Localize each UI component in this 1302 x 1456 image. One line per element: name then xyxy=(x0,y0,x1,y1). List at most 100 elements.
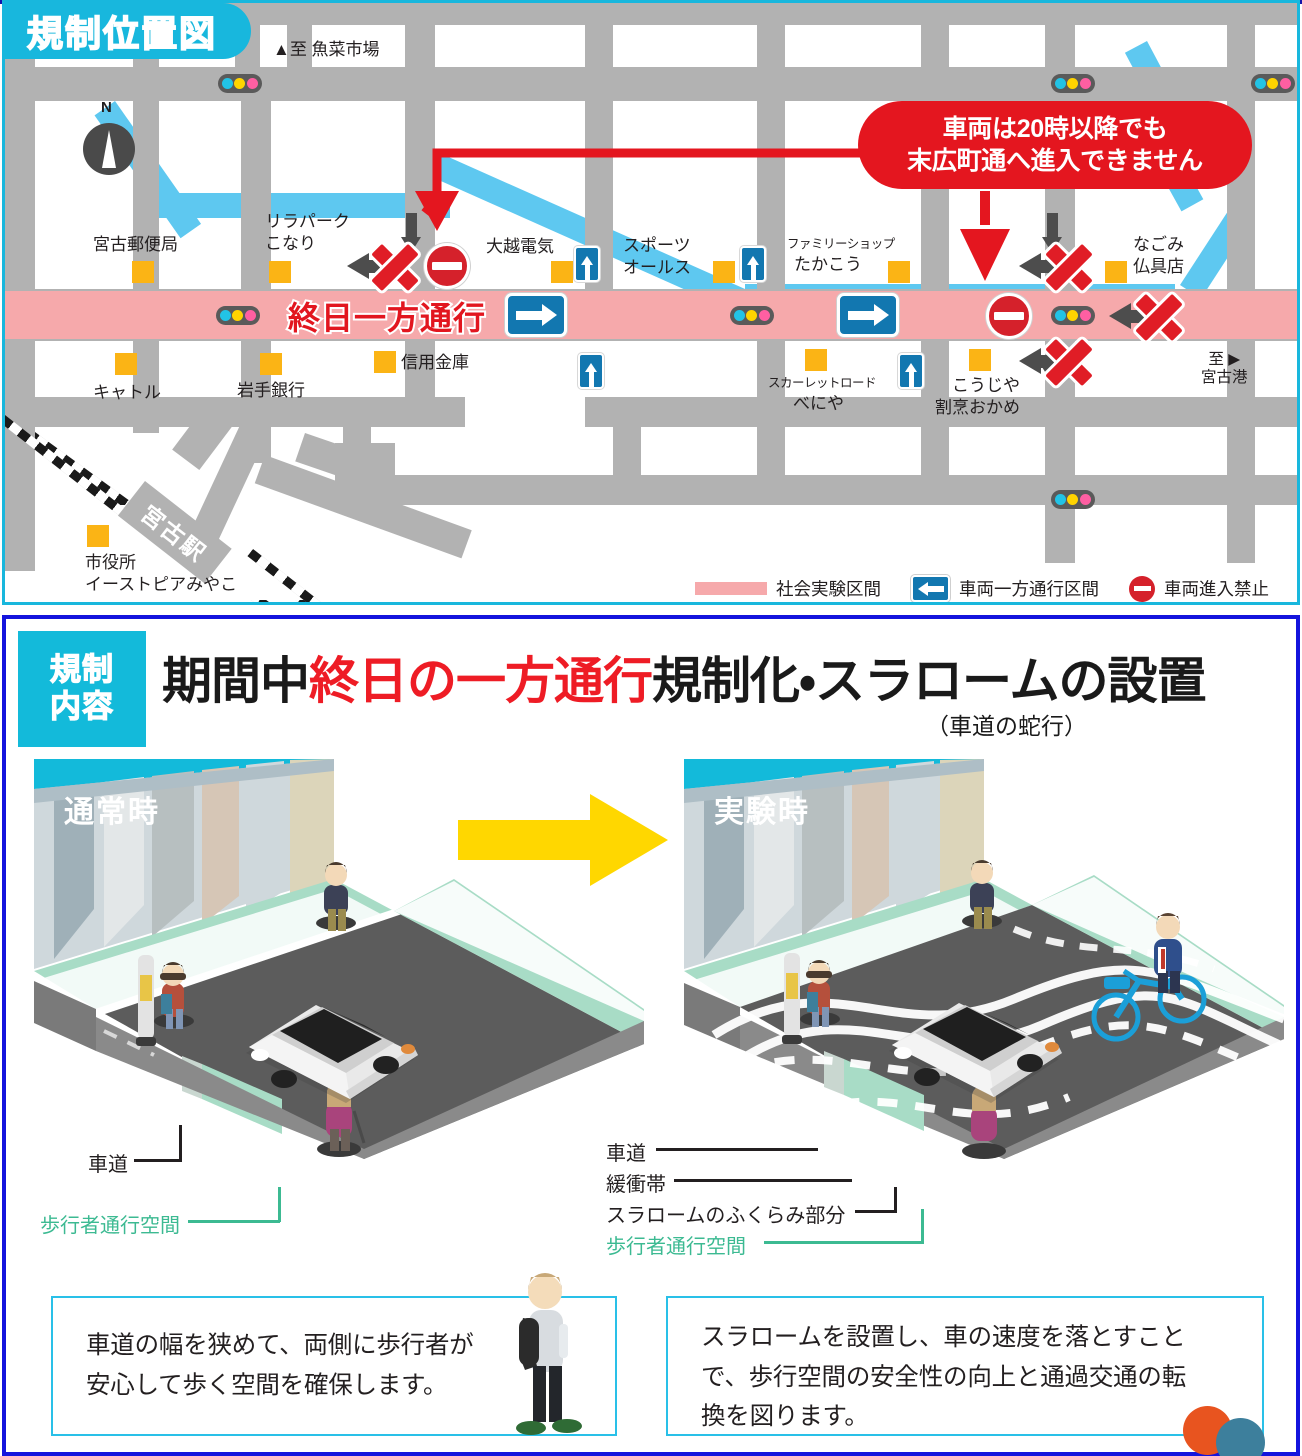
map-block xyxy=(1255,427,1297,475)
traffic-signal xyxy=(730,306,774,325)
poi-marker xyxy=(713,261,735,283)
road-horizontal xyxy=(335,475,1297,505)
poi-label-okoshi: 大越電気 xyxy=(486,237,554,256)
map-block xyxy=(1075,427,1227,475)
traffic-signal xyxy=(1051,490,1095,509)
legend-label-experiment: 社会実験区間 xyxy=(776,579,881,599)
poi-label-post-office: 宮古郵便局 xyxy=(93,235,178,254)
no-entry-sign-icon xyxy=(424,243,470,289)
map-block xyxy=(785,427,921,475)
poi-label-sports-1: スポーツ xyxy=(623,236,691,255)
legend-label-one-way: 車両一方通行区間 xyxy=(959,579,1099,599)
traffic-signal xyxy=(218,74,262,93)
leader-line xyxy=(921,1209,924,1243)
badge-line-2: 内容 xyxy=(49,688,114,724)
panel-experiment: 実験時 xyxy=(684,759,1284,1159)
note-box-right: スラロームを設置し、車の速度を落とすこと で、歩行空間の安全性の向上と通過交通の… xyxy=(666,1296,1264,1436)
legend-item-one-way: 車両一方通行区間 xyxy=(911,575,1099,602)
direction-to-market-label: ▲至 魚菜市場 xyxy=(273,40,380,59)
poi-marker xyxy=(888,261,910,283)
poi-label-family-2: たかこう xyxy=(794,255,862,274)
annotation-slalom-bulge: スラロームのふくらみ部分 xyxy=(606,1205,846,1227)
panel-normal: 通常時 xyxy=(34,759,644,1159)
poi-label-nagomi-2: 仏具店 xyxy=(1133,257,1184,276)
road-vertical xyxy=(241,67,271,307)
prohibited-x-icon xyxy=(369,241,421,293)
poi-label-scarlet-2: べにや xyxy=(793,394,844,413)
map-legend: 社会実験区間 車両一方通行区間 車両進入禁止 xyxy=(695,575,1269,602)
callout-line-2: 末広町通へ進入できません xyxy=(907,147,1203,175)
leader-line xyxy=(656,1148,818,1151)
poi-label-family-1: ファミリーショップ xyxy=(787,237,895,251)
to-port-line1: 至 ▶ xyxy=(1208,351,1241,368)
leader-line xyxy=(134,1159,182,1162)
no-entry-icon xyxy=(1129,575,1155,602)
map-block xyxy=(1075,505,1297,600)
note-right-line3: 換を図ります。 xyxy=(701,1403,869,1431)
panel-experiment-label: 実験時 xyxy=(714,796,810,829)
traffic-signal xyxy=(1051,306,1095,325)
legend-label-no-entry: 車両進入禁止 xyxy=(1164,579,1269,599)
poi-marker xyxy=(269,261,291,283)
regulation-map-section: 宮古駅 xyxy=(2,0,1300,605)
road-vertical xyxy=(613,397,641,477)
note-right-text: スラロームを設置し、車の速度を落とすこと で、歩行空間の安全性の向上と通過交通の… xyxy=(701,1318,1186,1437)
prohibited-x-icon xyxy=(1133,291,1185,343)
one-way-sign-icon xyxy=(740,246,766,282)
map-block xyxy=(673,427,757,475)
direction-to-port-label: 至 ▶ 宮古港 xyxy=(1201,351,1248,387)
leader-line xyxy=(764,1241,924,1244)
panel-normal-label: 通常時 xyxy=(64,796,160,829)
transition-arrow-icon xyxy=(458,794,668,886)
annotation-pedestrian-space-right: 歩行者通行空間 xyxy=(606,1236,746,1258)
note-right-line1: スラロームを設置し、車の速度を落とすこと xyxy=(701,1324,1186,1351)
poi-marker xyxy=(115,353,137,375)
poi-label-kouji-2: 割烹おかめ xyxy=(935,398,1020,417)
poi-marker xyxy=(260,353,282,375)
poi-marker xyxy=(87,525,109,547)
poi-marker xyxy=(374,351,396,373)
note-box-left: 車道の幅を狭めて、両側に歩行者が 安心して歩く空間を確保します。 xyxy=(51,1273,617,1436)
no-entry-sign-icon xyxy=(986,293,1032,339)
map-block xyxy=(371,427,645,475)
poi-marker xyxy=(1105,261,1127,283)
leader-line xyxy=(674,1179,852,1182)
one-way-right-sign-icon xyxy=(837,293,899,337)
road-horizontal xyxy=(5,397,435,427)
restriction-callout: 車両は20時以降でも 末広町通へ進入できません xyxy=(858,101,1252,189)
poi-label-shinkin: 信用金庫 xyxy=(401,353,469,372)
legend-item-no-entry: 車両進入禁止 xyxy=(1129,575,1269,602)
one-way-sign-icon xyxy=(574,246,600,282)
note-left-text: 車道の幅を狭めて、両側に歩行者が 安心して歩く空間を確保します。 xyxy=(86,1326,474,1405)
panel-normal-illustration xyxy=(34,759,644,1159)
compass-rose xyxy=(83,123,135,175)
one-way-right-sign-icon xyxy=(505,293,567,337)
annotation-buffer-zone: 緩衝帯 xyxy=(606,1174,666,1196)
callout-line-1: 車両は20時以降でも xyxy=(942,115,1168,143)
poi-label-sports-2: オールス xyxy=(623,258,691,277)
poi-label-nagomi-1: なごみ xyxy=(1133,235,1184,254)
all-day-one-way-text: 終日一方通行 xyxy=(286,298,487,338)
traffic-signal xyxy=(1251,74,1295,93)
poi-label-cityhall-2: イーストピアみやこ xyxy=(85,575,238,594)
regulation-content-badge: 規制 内容 xyxy=(18,631,146,747)
poi-marker xyxy=(551,261,573,283)
poi-marker xyxy=(132,261,154,283)
map-block xyxy=(159,341,241,397)
poi-label-cattle: キャトル xyxy=(93,383,161,402)
road-vertical xyxy=(5,341,35,571)
one-way-sign-icon xyxy=(911,575,950,602)
to-port-line2: 宮古港 xyxy=(1201,368,1248,386)
compass-north-label: N xyxy=(101,99,112,116)
panel-experiment-illustration xyxy=(684,759,1284,1159)
leader-line xyxy=(278,1187,281,1222)
river-segment xyxy=(150,193,450,218)
poi-marker xyxy=(805,349,827,371)
one-way-sign-icon xyxy=(578,353,604,389)
experiment-section-band xyxy=(5,291,1297,339)
title-highlight: 終日の一方通行 xyxy=(309,653,653,709)
road-horizontal xyxy=(5,3,1297,25)
traffic-signal xyxy=(1051,74,1095,93)
road-horizontal xyxy=(5,67,1297,101)
